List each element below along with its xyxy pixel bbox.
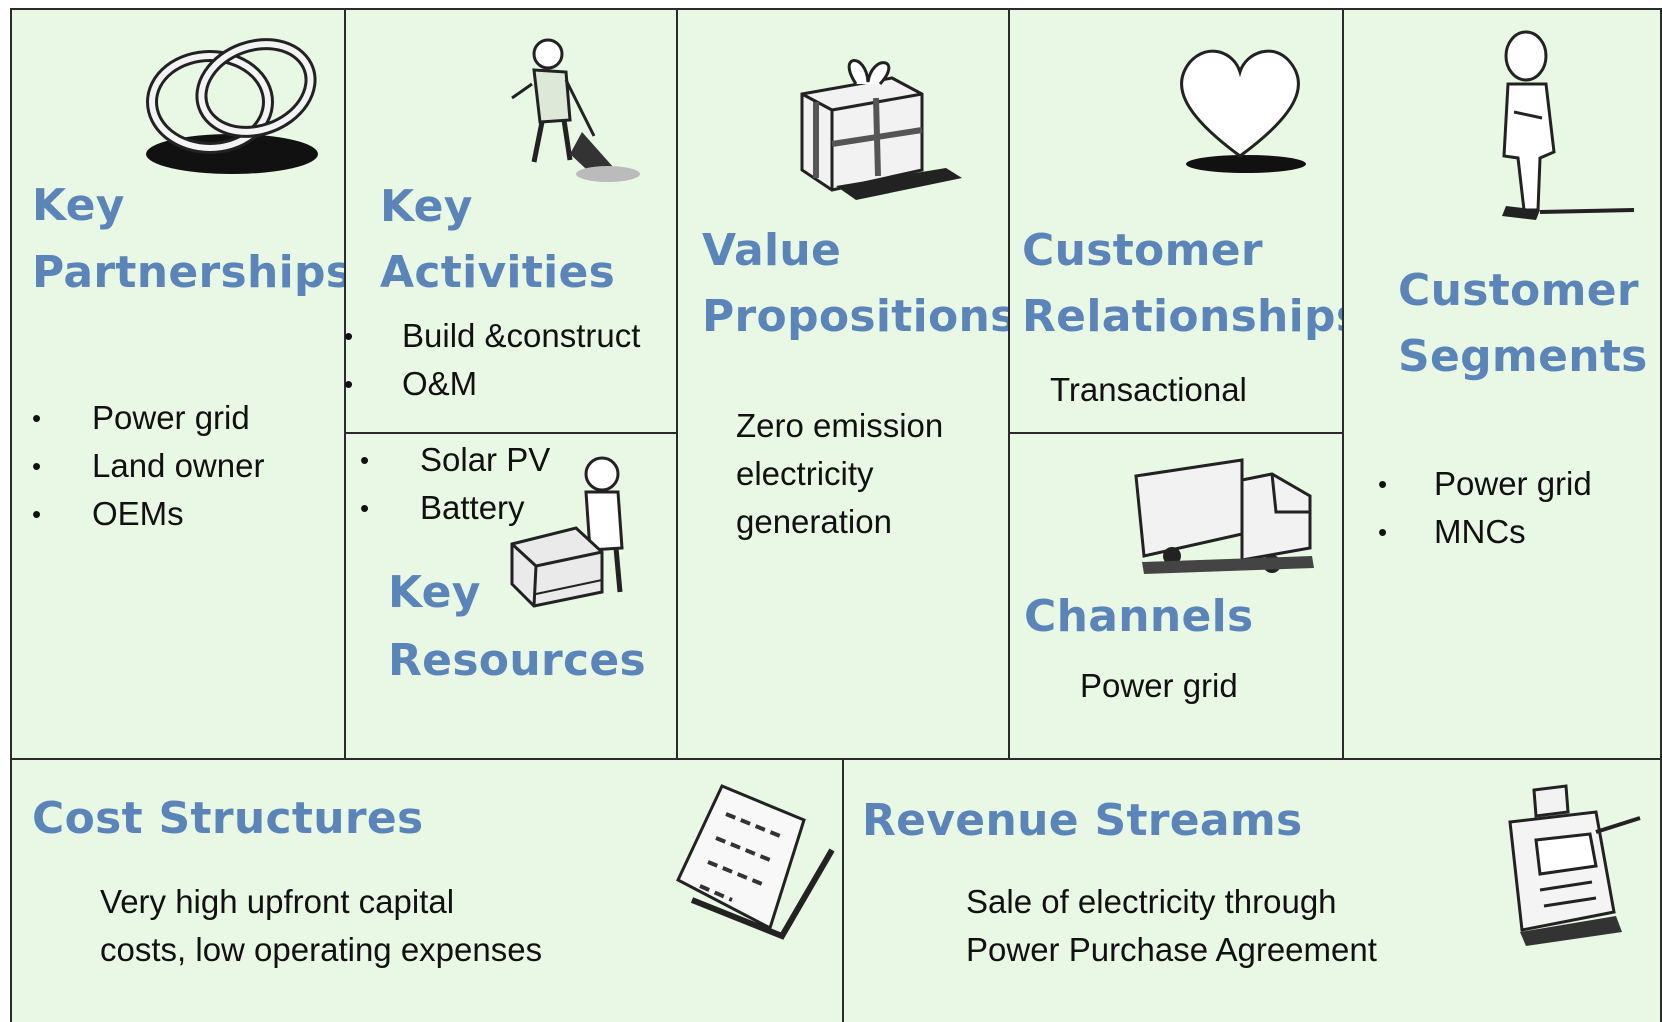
revenue-streams-title: Revenue Streams bbox=[862, 795, 1303, 846]
key-partnerships-block: Key Partnerships •Power grid •Land owner… bbox=[10, 8, 352, 760]
value-propositions-title-line2: Propositions bbox=[702, 291, 1017, 342]
list-item: •Solar PV bbox=[360, 441, 551, 478]
customer-segments-list: •Power grid •MNCs bbox=[1378, 460, 1592, 556]
value-propositions-title-line1: Value bbox=[702, 225, 842, 276]
list-item: •MNCs bbox=[1378, 513, 1526, 550]
delivery-truck-icon bbox=[1132, 456, 1322, 586]
customer-segments-title-line1: Customer bbox=[1398, 265, 1639, 316]
linked-rings-icon bbox=[132, 30, 332, 180]
key-activities-block: Key Activities •Build &construct •O&M bbox=[344, 8, 678, 434]
list-item: •OEMs bbox=[32, 495, 184, 532]
cost-structures-line-2: costs, low operating expenses bbox=[100, 931, 543, 968]
cost-structures-line-1: Very high upfront capital bbox=[100, 883, 455, 920]
key-resources-title-line1: Key bbox=[388, 567, 481, 618]
customer-segments-title-line2: Segments bbox=[1398, 331, 1648, 382]
revenue-streams-line-1: Sale of electricity through bbox=[966, 883, 1337, 920]
cash-register-icon bbox=[1500, 782, 1650, 952]
standing-person-icon bbox=[1484, 28, 1644, 228]
key-resources-block: •Solar PV •Battery Key Resources bbox=[344, 432, 678, 760]
cost-structures-title: Cost Structures bbox=[32, 793, 424, 844]
customer-relationships-text: Transactional bbox=[1050, 371, 1247, 408]
list-item: •Power grid bbox=[32, 399, 250, 436]
heart-icon bbox=[1170, 40, 1310, 180]
key-activities-title-line1: Key bbox=[380, 181, 473, 232]
channels-text: Power grid bbox=[1080, 667, 1238, 704]
value-propositions-block: Value Propositions Zero emission electri… bbox=[676, 8, 1016, 760]
key-partnerships-list: •Power grid •Land owner •OEMs bbox=[32, 394, 264, 538]
key-resources-title-line2: Resources bbox=[388, 635, 646, 686]
list-item: •Power grid bbox=[1378, 465, 1592, 502]
channels-title: Channels bbox=[1024, 591, 1254, 642]
customer-relationships-block: Customer Relationships Transactional bbox=[1008, 8, 1362, 434]
customer-segments-block: Customer Segments •Power grid •MNCs bbox=[1342, 8, 1662, 760]
gift-box-icon bbox=[796, 54, 966, 204]
key-partnerships-title-line2: Partnerships bbox=[32, 247, 353, 298]
revenue-streams-line-2: Power Purchase Agreement bbox=[966, 931, 1377, 968]
digging-worker-icon bbox=[504, 36, 644, 186]
value-propositions-line-3: generation bbox=[736, 503, 892, 540]
value-propositions-line-1: Zero emission bbox=[736, 407, 944, 444]
channels-block: Channels Power grid bbox=[1008, 432, 1344, 760]
list-item: •Battery bbox=[360, 489, 525, 526]
list-item: •O&M bbox=[344, 365, 478, 402]
list-item: •Land owner bbox=[32, 447, 265, 484]
key-activities-title-line2: Activities bbox=[380, 247, 616, 298]
customer-relationships-title-line1: Customer bbox=[1022, 225, 1263, 276]
key-resources-list: •Solar PV •Battery bbox=[360, 436, 550, 532]
key-activities-list: •Build &construct •O&M bbox=[344, 312, 641, 408]
person-with-machine-icon bbox=[506, 444, 656, 614]
key-partnerships-title-line1: Key bbox=[32, 180, 125, 231]
receipt-icon bbox=[672, 780, 842, 940]
list-item: •Build &construct bbox=[344, 317, 641, 354]
cost-structures-block: Cost Structures Very high upfront capita… bbox=[10, 758, 844, 1022]
revenue-streams-block: Revenue Streams Sale of electricity thro… bbox=[842, 758, 1662, 1022]
value-propositions-line-2: electricity bbox=[736, 455, 874, 492]
customer-relationships-title-line2: Relationships bbox=[1022, 291, 1363, 342]
